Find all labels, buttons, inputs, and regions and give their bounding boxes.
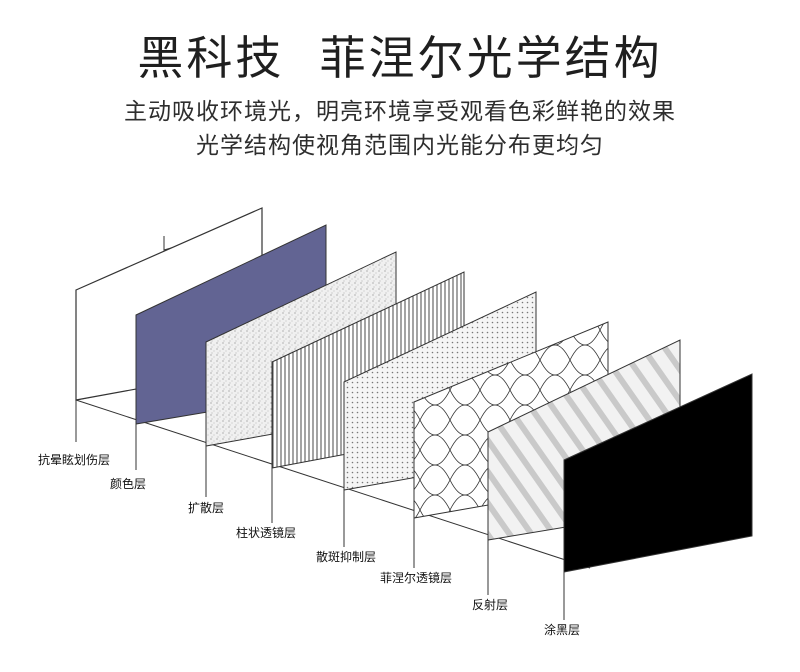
- label-fresnel: 菲涅尔透镜层: [380, 570, 452, 585]
- label-black-coating: 涂黑层: [544, 622, 580, 637]
- page-title: 黑科技 菲涅尔光学结构: [137, 31, 663, 85]
- label-anti-glare: 抗晕眩划伤层: [38, 452, 110, 467]
- label-reflective: 反射层: [472, 597, 508, 612]
- subtitle-line-1: 主动吸收环境光，明亮环境享受观看色彩鲜艳的效果: [124, 99, 676, 125]
- label-diffusion: 扩散层: [188, 500, 224, 515]
- label-color: 颜色层: [110, 476, 146, 491]
- label-lenticular: 柱状透镜层: [236, 525, 296, 540]
- subtitle-line-2: 光学结构使视角范围内光能分布更均匀: [196, 133, 604, 159]
- label-speckle: 散斑抑制层: [316, 549, 376, 564]
- layer-black-coating: [563, 373, 753, 620]
